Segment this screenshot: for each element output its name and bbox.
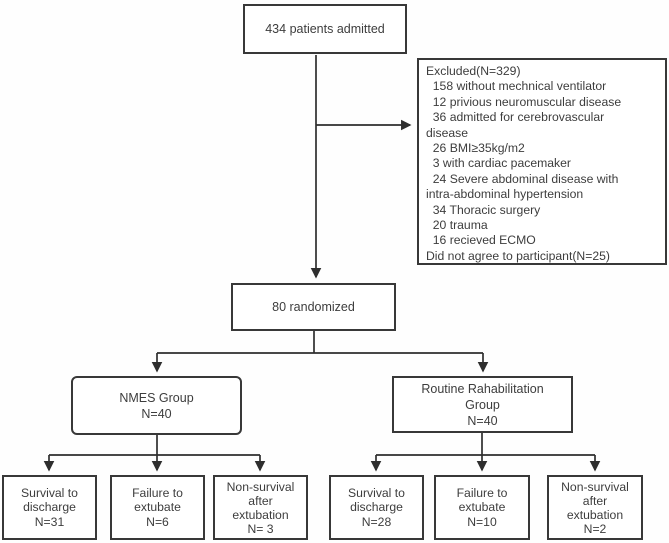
admitted-box: 434 patients admitted (243, 4, 407, 54)
connector-nmes-to-outcomes (43, 435, 266, 472)
routine-survival-to-discharge-box: Survival to discharge N=28 (329, 475, 424, 540)
nmes-group-box: NMES Group N=40 (71, 376, 242, 435)
nmes-failure-to-extubate-box: Failure to extubate N=6 (110, 475, 205, 540)
connector-randomized-to-groups (151, 331, 489, 373)
excluded-box: Excluded(N=329) 158 without mechnical ve… (417, 58, 667, 265)
routine-rehabilitation-group-box: Routine Rahabilitation Group N=40 (392, 376, 573, 433)
connector-routine-to-outcomes (370, 433, 601, 472)
nmes-non-survival-box: Non-survival after extubation N= 3 (213, 475, 308, 540)
routine-failure-to-extubate-box: Failure to extubate N=10 (434, 475, 530, 540)
nmes-survival-to-discharge-box: Survival to discharge N=31 (2, 475, 97, 540)
routine-non-survival-box: Non-survival after extubation N=2 (547, 475, 643, 540)
randomized-box: 80 randomized (231, 283, 396, 331)
